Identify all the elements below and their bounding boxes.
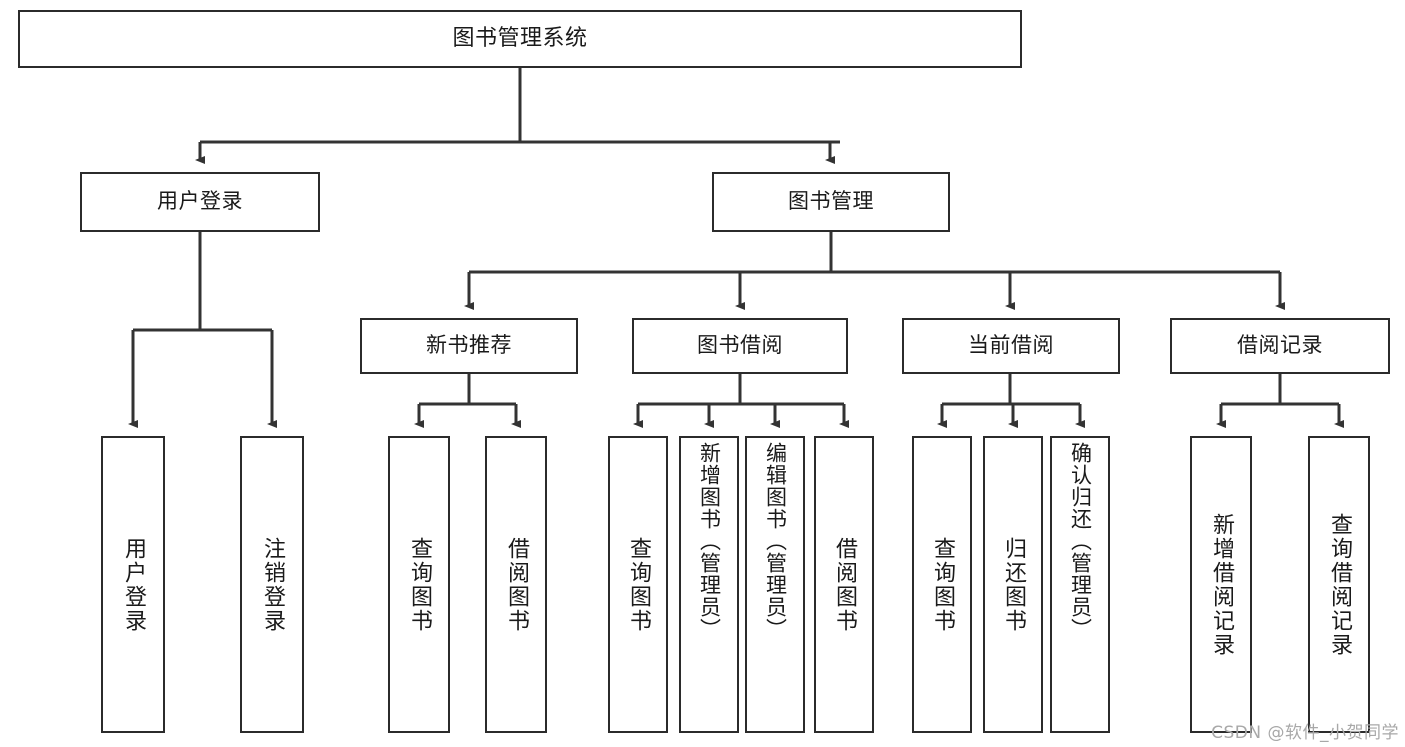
node-user-login-label: 用户登录 — [157, 189, 243, 214]
node-leaf-borrow-book-2[interactable]: 借阅图书 — [814, 436, 874, 733]
node-leaf-borrow-book-2-label: 借阅图书 — [832, 536, 857, 633]
node-leaf-user-login-label: 用户登录 — [121, 536, 146, 633]
node-leaf-confirm-return-label: 确认归还（管理员） — [1068, 442, 1093, 640]
node-leaf-add-book-label: 新增图书（管理员） — [697, 442, 722, 640]
node-leaf-edit-book[interactable]: 编辑图书（管理员） — [745, 436, 805, 733]
node-leaf-query-book-2[interactable]: 查询图书 — [608, 436, 668, 733]
node-leaf-add-record-label: 新增借阅记录 — [1209, 512, 1234, 657]
node-new-book-rec-label: 新书推荐 — [426, 333, 512, 358]
node-leaf-user-login[interactable]: 用户登录 — [101, 436, 165, 733]
node-user-login[interactable]: 用户登录 — [80, 172, 320, 232]
node-leaf-return-book[interactable]: 归还图书 — [983, 436, 1043, 733]
node-leaf-query-book-1-label: 查询图书 — [407, 536, 432, 633]
node-leaf-query-book-1[interactable]: 查询图书 — [388, 436, 450, 733]
node-leaf-borrow-book-1-label: 借阅图书 — [504, 536, 529, 633]
node-leaf-query-record[interactable]: 查询借阅记录 — [1308, 436, 1370, 733]
node-leaf-query-book-3[interactable]: 查询图书 — [912, 436, 972, 733]
node-root-label: 图书管理系统 — [452, 25, 588, 51]
node-leaf-add-book[interactable]: 新增图书（管理员） — [679, 436, 739, 733]
node-leaf-borrow-book-1[interactable]: 借阅图书 — [485, 436, 547, 733]
node-borrow-record[interactable]: 借阅记录 — [1170, 318, 1390, 374]
node-leaf-user-logout[interactable]: 注销登录 — [240, 436, 304, 733]
node-book-manage[interactable]: 图书管理 — [712, 172, 950, 232]
node-book-manage-label: 图书管理 — [788, 189, 874, 214]
node-leaf-user-logout-label: 注销登录 — [260, 536, 285, 633]
node-leaf-confirm-return[interactable]: 确认归还（管理员） — [1050, 436, 1110, 733]
node-leaf-query-record-label: 查询借阅记录 — [1327, 512, 1352, 657]
node-book-borrow-label: 图书借阅 — [697, 333, 783, 358]
node-current-borrow-label: 当前借阅 — [968, 333, 1054, 358]
node-leaf-edit-book-label: 编辑图书（管理员） — [763, 442, 788, 640]
node-book-borrow[interactable]: 图书借阅 — [632, 318, 848, 374]
node-root[interactable]: 图书管理系统 — [18, 10, 1022, 68]
watermark-text: CSDN @软件_小贺同学 — [1211, 723, 1399, 743]
node-borrow-record-label: 借阅记录 — [1237, 333, 1323, 358]
node-leaf-return-book-label: 归还图书 — [1001, 536, 1026, 633]
node-leaf-query-book-3-label: 查询图书 — [930, 536, 955, 633]
node-current-borrow[interactable]: 当前借阅 — [902, 318, 1120, 374]
node-leaf-query-book-2-label: 查询图书 — [626, 536, 651, 633]
node-new-book-rec[interactable]: 新书推荐 — [360, 318, 578, 374]
node-leaf-add-record[interactable]: 新增借阅记录 — [1190, 436, 1252, 733]
